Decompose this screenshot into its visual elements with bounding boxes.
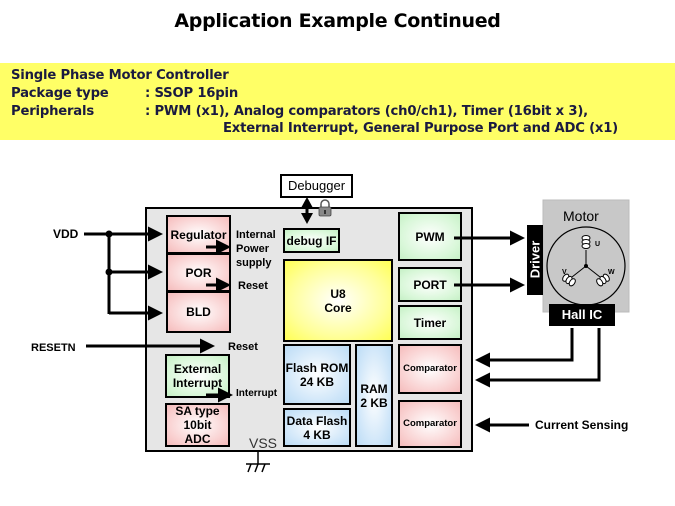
pin-reset-label: Reset <box>228 341 258 353</box>
debug-if-label: debug IF <box>286 233 337 248</box>
ram-label-2: 2 KB <box>360 395 388 410</box>
timer-label: Timer <box>413 315 447 330</box>
peripherals-label: Peripherals <box>11 104 94 119</box>
adc-label-1: SA type <box>175 404 220 418</box>
phase-w-label: W <box>608 269 615 276</box>
debug-arrow-up <box>301 197 313 208</box>
peripherals-value-line2: External Interrupt, General Purpose Port… <box>223 121 619 136</box>
data-flash-label-1: Data Flash <box>286 413 348 428</box>
junction-dot <box>105 230 113 238</box>
phase-u-label: U <box>595 241 601 248</box>
data-flash-label-2: 4 KB <box>303 427 331 442</box>
comparator-1-label: Comparator <box>403 363 457 374</box>
ram-block: RAM 2 KB <box>355 344 393 447</box>
port-block: PORT <box>398 267 462 302</box>
pwm-label: PWM <box>415 229 445 244</box>
peripherals-value-line1: : PWM (x1), Analog comparators (ch0/ch1)… <box>145 104 588 119</box>
timer-block: Timer <box>398 305 462 340</box>
comparator-block-1: Comparator <box>398 344 462 394</box>
core-label-1: U8 <box>330 286 346 301</box>
driver-label: Driver <box>527 240 543 279</box>
ground-icon <box>246 452 270 473</box>
driver-block <box>527 225 543 295</box>
internal-power-label-2: Power <box>236 243 270 255</box>
comparator-block-2: Comparator <box>398 400 462 448</box>
coil-v-icon <box>562 273 576 287</box>
flash-rom-block: Flash ROM 24 KB <box>283 344 351 405</box>
interrupt-label: Interrupt <box>236 388 278 399</box>
motor-box <box>542 199 630 313</box>
data-flash-block: Data Flash 4 KB <box>283 408 351 447</box>
coil-u-icon <box>581 235 591 249</box>
adc-block: SA type 10bit ADC <box>165 403 230 447</box>
bld-label: BLD <box>186 305 211 319</box>
debugger-box: Debugger <box>280 174 353 198</box>
debugger-label: Debugger <box>287 178 346 193</box>
hall-ic-label: Hall IC <box>561 307 603 322</box>
hall-ic-block <box>549 304 615 326</box>
flash-rom-label-2: 24 KB <box>299 374 334 389</box>
internal-power-label-1: Internal <box>236 229 276 241</box>
package-label: Package type <box>11 86 109 101</box>
lock-icon <box>318 199 332 217</box>
comparator-2-label: Comparator <box>403 418 457 429</box>
ram-label-1: RAM <box>360 381 388 396</box>
external-interrupt-label-2: Interrupt <box>172 376 223 390</box>
flash-rom-label-1: Flash ROM <box>285 360 349 375</box>
hall-to-comparator-wire-2 <box>475 328 601 388</box>
adc-label-2: 10bit <box>183 418 212 432</box>
internal-power-label-3: supply <box>236 257 272 269</box>
page-title: Application Example Continued <box>174 10 501 32</box>
external-interrupt-label-1: External <box>173 362 222 376</box>
port-label: PORT <box>413 277 447 292</box>
product-name: Single Phase Motor Controller <box>11 68 229 83</box>
current-sensing-label: Current Sensing <box>535 418 629 432</box>
resetn-label: RESETN <box>31 342 76 354</box>
adc-label-3: ADC <box>184 432 211 446</box>
vdd-label: VDD <box>53 227 79 241</box>
por-label: POR <box>185 265 212 280</box>
coil-w-icon <box>596 273 610 287</box>
motor-label: Motor <box>563 208 599 224</box>
package-value: : SSOP 16pin <box>145 86 239 101</box>
core-label-2: Core <box>324 300 352 315</box>
bld-block: BLD <box>166 291 231 333</box>
hall-to-comparator-wire-1 <box>475 328 574 368</box>
por-reset-label: Reset <box>238 280 268 292</box>
phase-v-label: V <box>562 269 567 276</box>
junction-dot <box>105 268 113 276</box>
u8-core-block: U8 Core <box>283 259 393 342</box>
regulator-label: Regulator <box>170 227 227 242</box>
debug-arrow-down <box>301 213 313 224</box>
debug-if-block: debug IF <box>283 228 340 253</box>
vss-label: VSS <box>249 435 278 451</box>
spec-box: Single Phase Motor Controller Package ty… <box>0 63 675 140</box>
